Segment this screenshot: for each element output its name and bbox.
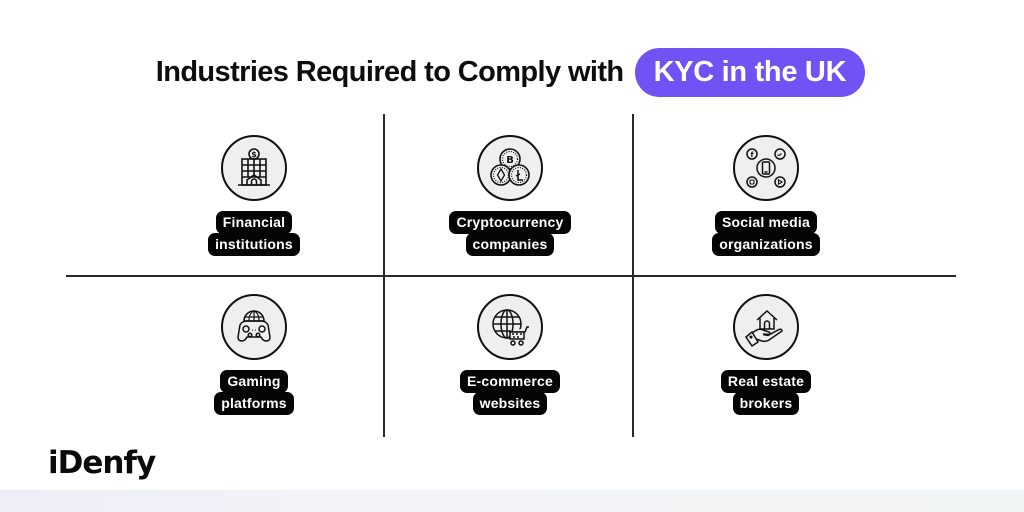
industry-label: Social media organizations [712, 211, 820, 256]
header: Industries Required to Comply with KYC i… [0, 47, 1024, 97]
gaming-controller-globe-icon [221, 294, 287, 360]
industry-label: Gaming platforms [214, 370, 294, 415]
industry-label: Real estate brokers [720, 370, 812, 415]
industry-gaming-platforms: Gaming platforms [154, 294, 354, 415]
svg-text:B: B [506, 155, 514, 166]
grid-divider-horizontal [66, 275, 956, 277]
footer-band [0, 490, 1024, 512]
industry-label: Financial institutions [208, 211, 300, 256]
industry-e-commerce-websites: E-commerce websites [410, 294, 610, 415]
svg-text:f: f [750, 151, 754, 159]
svg-text:$: $ [251, 150, 257, 159]
title-highlight-pill: KYC in the UK [634, 47, 866, 97]
page-title: Industries Required to Comply with [155, 55, 624, 88]
social-media-phone-icon: f [733, 135, 799, 201]
grid-divider-vertical-2 [632, 114, 634, 437]
industry-label: Cryptocurrency companies [449, 211, 571, 256]
industry-real-estate-brokers: Real estate brokers [666, 294, 866, 415]
globe-shopping-cart-icon [477, 294, 543, 360]
industry-social-media-organizations: f Social media organizations [666, 135, 866, 256]
industry-financial-institutions: $ Financial institutions [154, 135, 354, 256]
industry-cryptocurrency-companies: B Cryptocurrency companies [410, 135, 610, 256]
idenfy-logo: iDenfy [48, 445, 156, 481]
bank-building-icon: $ [221, 135, 287, 201]
hand-house-icon [733, 294, 799, 360]
cryptocurrency-coins-icon: B [477, 135, 543, 201]
grid-divider-vertical-1 [383, 114, 385, 437]
industry-label: E-commerce websites [459, 370, 561, 415]
